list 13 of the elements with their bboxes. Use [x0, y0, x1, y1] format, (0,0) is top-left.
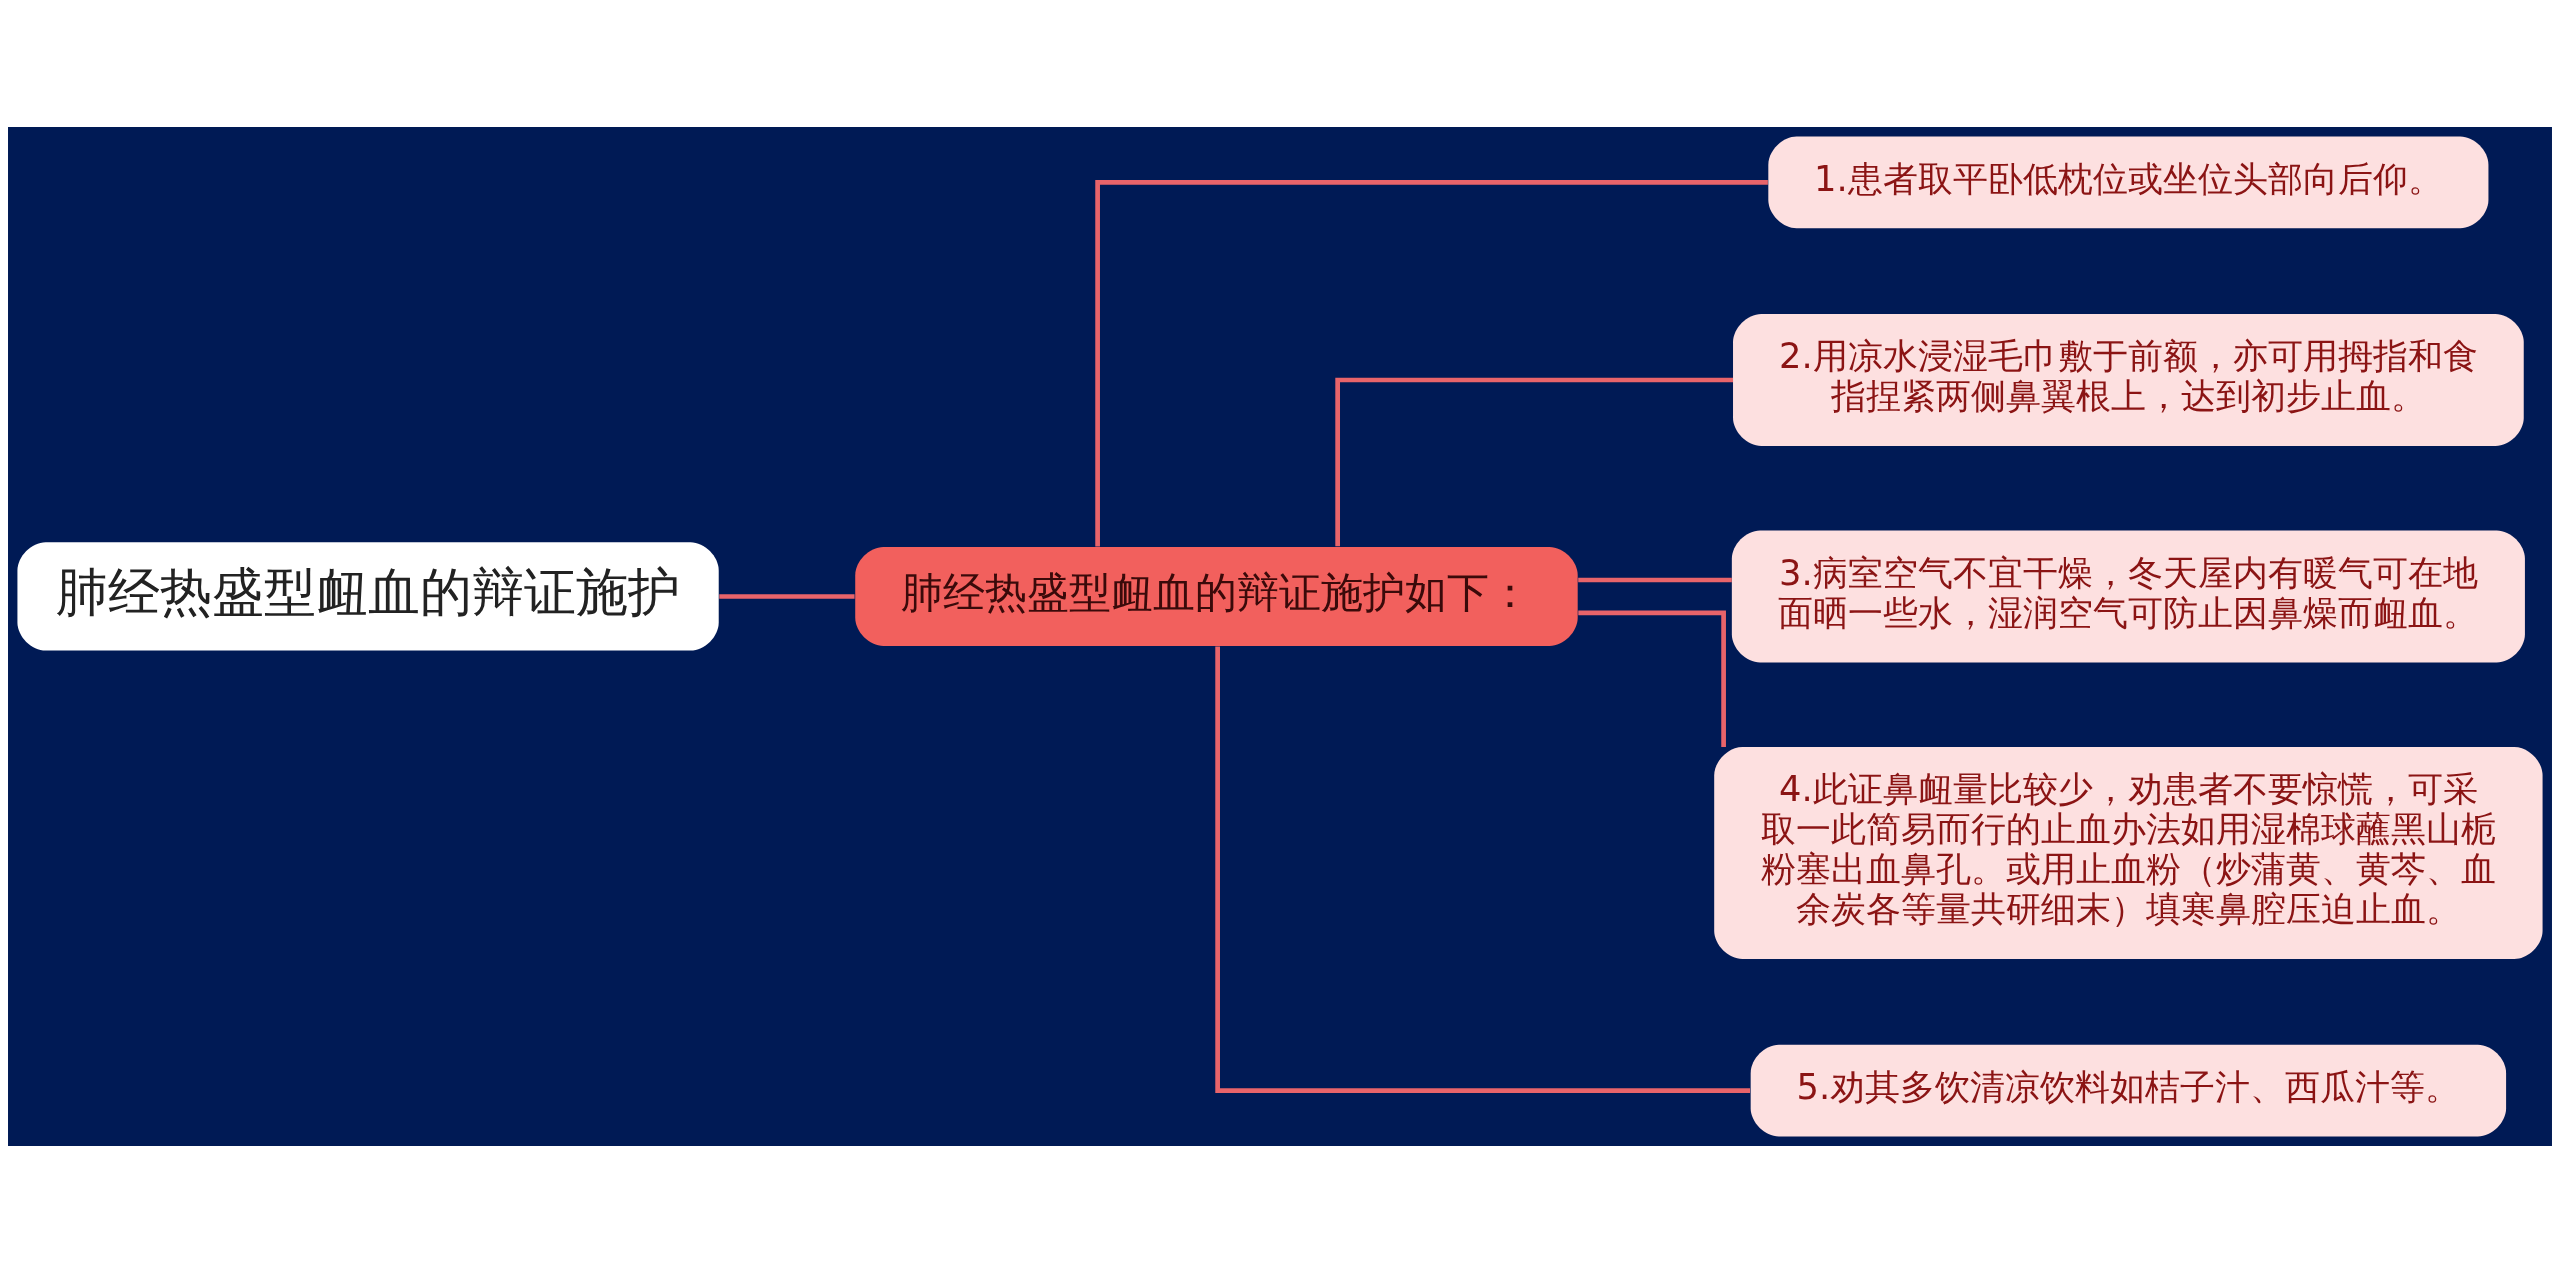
node-box: 肺经热盛型衄血的辩证施护如下：	[855, 547, 1578, 646]
node-box: 肺经热盛型衄血的辩证施护	[17, 542, 719, 651]
connector	[1215, 646, 1751, 1094]
connector	[1578, 610, 1726, 747]
node-box: 2.用凉水浸湿毛巾敷于前额，亦可用拇指和食指捏紧两侧鼻翼根上，达到初步止血。	[1733, 314, 2524, 446]
node-box: 1.患者取平卧低枕位或坐位头部向后仰。	[1768, 136, 2489, 229]
node-box: 5.劝其多饮清凉饮料如桔子汁、西瓜汁等。	[1750, 1044, 2507, 1137]
connector	[1095, 179, 1768, 547]
connector	[719, 594, 855, 599]
connector	[1335, 377, 1733, 547]
node-box: 4.此证鼻衄量比较少，劝患者不要惊慌，可采取一此简易而行的止血办法如用湿棉球蘸黑山栀粉塞出血鼻孔。或用止血粉（炒蒲黄、黄芩、血余炭各等量共研细末）填寒鼻腔压迫止血。	[1714, 747, 2543, 959]
node-box: 3.病室空气不宜干燥，冬天屋内有暖气可在地面晒一些水，湿润空气可防止因鼻燥而衄血。	[1731, 530, 2525, 663]
connector	[1578, 577, 1732, 583]
